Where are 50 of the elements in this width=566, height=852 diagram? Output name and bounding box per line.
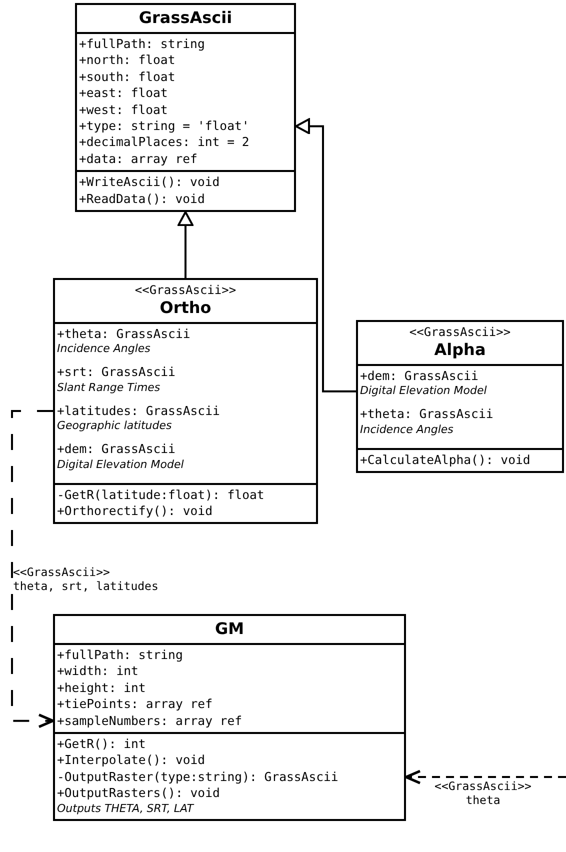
stereotype: <<GrassAscii>> bbox=[409, 325, 511, 340]
class-member: +GetR(): int bbox=[57, 736, 146, 752]
class-member: +west: float bbox=[79, 102, 168, 118]
class-member: +fullPath: string bbox=[57, 647, 183, 664]
edge-label: <<GrassAscii>> theta bbox=[434, 779, 532, 807]
dependency-arrow bbox=[404, 770, 566, 784]
class-member: +theta: GrassAscii bbox=[360, 406, 494, 423]
inheritance-arrow bbox=[295, 118, 356, 392]
edge-label: <<GrassAscii>> theta, srt, latitudes bbox=[13, 565, 158, 593]
class-member: +north: float bbox=[79, 52, 176, 69]
class-member: +dem: GrassAscii bbox=[360, 368, 478, 384]
attribute-description: Digital Elevation Model bbox=[57, 458, 184, 472]
class-member: +theta: GrassAscii bbox=[57, 326, 190, 342]
class-box bbox=[356, 320, 564, 474]
class-box bbox=[53, 614, 406, 821]
class-name: Alpha bbox=[434, 340, 486, 360]
class-member: +srt: GrassAscii bbox=[57, 364, 176, 381]
class-member: +latitudes: GrassAscii bbox=[57, 402, 220, 420]
attribute-description: Incidence Angles bbox=[57, 342, 150, 356]
attribute-description: Incidence Angles bbox=[360, 422, 454, 437]
class-member: +OutputRasters(): void bbox=[57, 785, 220, 802]
class-member: +data: array ref bbox=[79, 150, 198, 168]
class-member: +decimalPlaces: int = 2 bbox=[79, 134, 250, 151]
class-member: +dem: GrassAscii bbox=[57, 441, 176, 458]
class-name: Ortho bbox=[160, 298, 212, 318]
class-member: +sampleNumbers: array ref bbox=[57, 712, 242, 730]
class-member: +east: float bbox=[79, 85, 168, 102]
class-member: +fullPath: string bbox=[79, 36, 205, 52]
class-box bbox=[53, 278, 318, 524]
class-member: +Interpolate(): void bbox=[57, 752, 206, 769]
attribute-description: Outputs THETA, SRT, LAT bbox=[57, 802, 194, 816]
class-name: GrassAscii bbox=[138, 8, 232, 28]
inheritance-arrow bbox=[178, 211, 194, 278]
class-member: +Orthorectify(): void bbox=[57, 503, 212, 520]
class-member: +height: int bbox=[57, 680, 146, 696]
class-member: -OutputRaster(type:string): GrassAscii bbox=[57, 768, 338, 786]
stereotype: <<GrassAscii>> bbox=[134, 283, 236, 298]
class-name: GM bbox=[214, 619, 244, 639]
class-member: +type: string = 'float' bbox=[79, 118, 250, 134]
class-box bbox=[75, 3, 296, 212]
class-member: +south: float bbox=[79, 68, 176, 86]
class-member: +tiePoints: array ref bbox=[57, 696, 212, 713]
attribute-description: Geographic latitudes bbox=[57, 419, 172, 434]
class-member: -GetR(latitude:float): float bbox=[57, 486, 264, 504]
class-member: +width: int bbox=[57, 663, 138, 680]
attribute-description: Digital Elevation Model bbox=[360, 384, 487, 398]
class-member: +ReadData(): void bbox=[79, 190, 205, 208]
class-member: +WriteAscii(): void bbox=[79, 174, 220, 191]
class-member: +CalculateAlpha(): void bbox=[360, 452, 530, 468]
attribute-description: Slant Range Times bbox=[57, 380, 160, 395]
